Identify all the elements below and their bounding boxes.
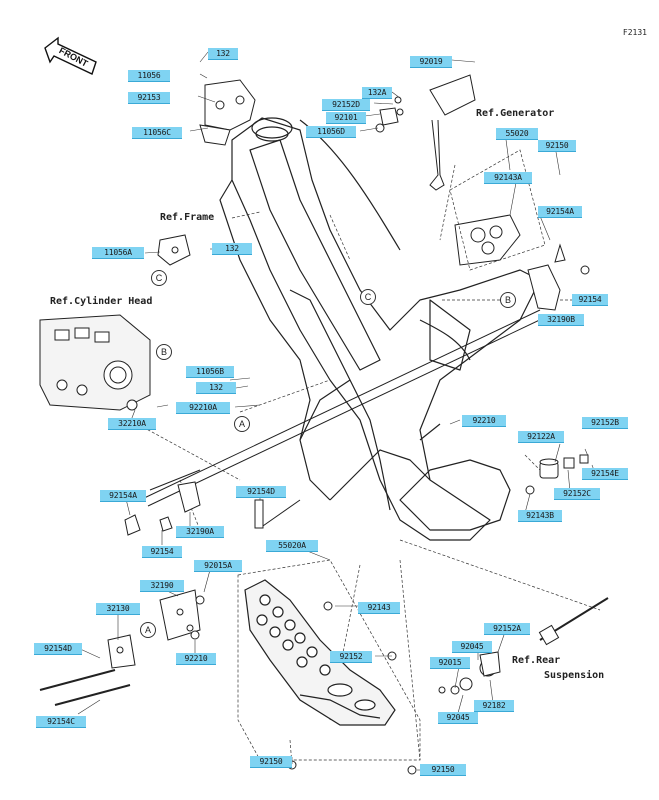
part-tag[interactable]: 92154C xyxy=(36,716,86,728)
ref-cylinder-head-label: Ref.Cylinder Head xyxy=(50,296,153,307)
part-tag[interactable]: 92019 xyxy=(410,56,452,68)
part-tag[interactable]: 92210 xyxy=(462,415,506,427)
part-tag[interactable]: 92152D xyxy=(322,99,370,111)
part-tag[interactable]: 92150 xyxy=(250,756,292,768)
part-tag[interactable]: 92150 xyxy=(538,140,576,152)
part-tag[interactable]: 92015A xyxy=(194,560,242,572)
part-tag[interactable]: 132 xyxy=(212,243,252,255)
ref-rear-suspension-label-2: Suspension xyxy=(544,670,605,681)
part-tag[interactable]: 92154E xyxy=(582,468,628,480)
part-tag[interactable]: 32190A xyxy=(176,526,224,538)
part-tag[interactable]: 92154D xyxy=(236,486,286,498)
part-tag[interactable]: 92153 xyxy=(128,92,170,104)
part-tag[interactable]: 92154 xyxy=(142,546,182,558)
part-tag[interactable]: 11056B xyxy=(186,366,234,378)
part-tag[interactable]: 32130 xyxy=(96,603,140,615)
part-tag[interactable]: 92150 xyxy=(420,764,466,776)
part-tag[interactable]: 132 xyxy=(208,48,238,60)
part-tag[interactable]: 92152B xyxy=(582,417,628,429)
part-tag[interactable]: 92154A xyxy=(538,206,582,218)
part-tag[interactable]: 11056C xyxy=(132,127,182,139)
ref-generator-label: Ref.Generator xyxy=(476,108,555,119)
callout-a-mount: A xyxy=(140,622,156,638)
callout-c-frame: C xyxy=(360,289,376,305)
part-tag[interactable]: 132 xyxy=(196,382,236,394)
part-tag[interactable]: 92143 xyxy=(358,602,400,614)
part-tag[interactable]: 92045 xyxy=(452,641,492,653)
part-tag[interactable]: 92152A xyxy=(484,623,530,635)
part-tag[interactable]: 11056A xyxy=(92,247,144,259)
part-tag[interactable]: 92182 xyxy=(474,700,514,712)
callout-b-frame: B xyxy=(500,292,516,308)
part-tag[interactable]: 32210A xyxy=(108,418,156,430)
part-tag[interactable]: 55020A xyxy=(266,540,318,552)
part-tag[interactable]: 32190 xyxy=(140,580,184,592)
part-tag[interactable]: 55020 xyxy=(496,128,538,140)
diagram-code: F2131 xyxy=(622,28,647,37)
part-tag[interactable]: 32190B xyxy=(538,314,584,326)
callout-c: C xyxy=(151,270,167,286)
part-tag[interactable]: 92154D xyxy=(34,643,82,655)
callout-a-frame: A xyxy=(234,416,250,432)
part-tag[interactable]: 92210 xyxy=(176,653,216,665)
part-tag[interactable]: 92154A xyxy=(100,490,146,502)
part-tag[interactable]: 11056D xyxy=(306,126,356,138)
part-tag[interactable]: 92101 xyxy=(326,112,366,124)
part-tag[interactable]: 92143A xyxy=(484,172,532,184)
part-tag[interactable]: 11056 xyxy=(128,70,170,82)
ref-frame-label: Ref.Frame xyxy=(160,212,215,223)
part-tag[interactable]: 92210A xyxy=(176,402,230,414)
part-tag[interactable]: 92045 xyxy=(438,712,478,724)
part-tag[interactable]: 132A xyxy=(362,87,392,99)
part-tag[interactable]: 92152 xyxy=(330,651,372,663)
part-tag[interactable]: 92122A xyxy=(518,431,564,443)
part-tag[interactable]: 92015 xyxy=(430,657,470,669)
part-tag[interactable]: 92143B xyxy=(518,510,562,522)
part-tag[interactable]: 92154 xyxy=(572,294,608,306)
part-tag[interactable]: 92152C xyxy=(554,488,600,500)
ref-rear-suspension-label-1: Ref.Rear xyxy=(512,655,561,666)
callout-b-head: B xyxy=(156,344,172,360)
